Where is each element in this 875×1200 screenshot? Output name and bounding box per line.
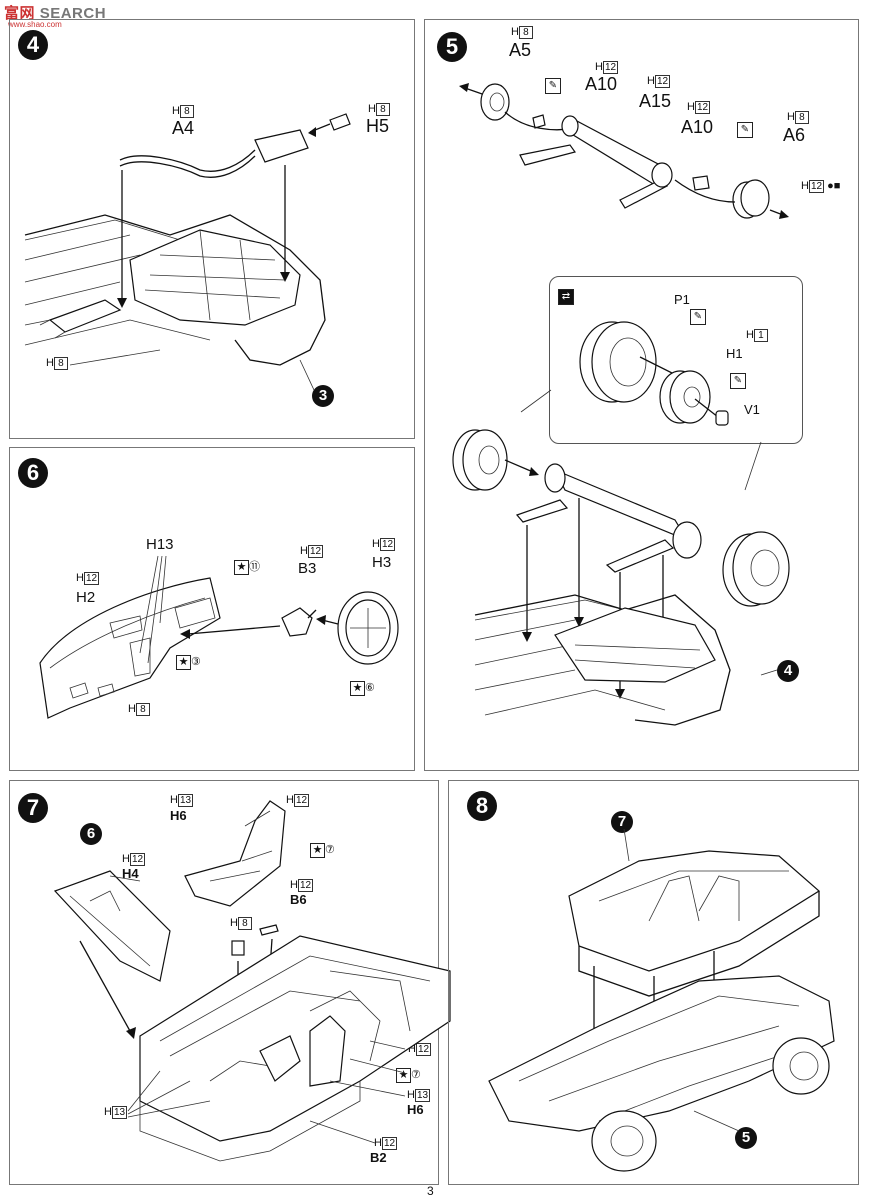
star-icon: ★: [396, 1068, 411, 1083]
part-v1-label: V1: [744, 402, 760, 417]
ref-step-6: 6: [80, 823, 102, 845]
step-8-panel: 8 7 5: [448, 780, 859, 1185]
star-icon: ★: [176, 655, 191, 670]
part-b3-label: B3: [298, 560, 317, 577]
paint-11: ★⑪: [234, 560, 260, 575]
part-h3-label: H3: [372, 554, 392, 571]
part-h6a-label: H6: [170, 808, 187, 823]
ref-step-5: 5: [735, 1127, 757, 1149]
part-h2-label: H2: [76, 589, 96, 606]
part-h4-label: H4: [122, 866, 139, 881]
paint-icon: ●■: [827, 180, 841, 192]
paint-3: ★③: [176, 655, 201, 670]
star-icon: ★: [310, 843, 325, 858]
part-p1-label: P1: [674, 292, 690, 307]
part-a6-label: A6: [783, 125, 806, 145]
watermark: 富网 SEARCH: [4, 2, 106, 23]
part-a5-label: A5: [509, 40, 532, 60]
dashboard-drawing: [39, 555, 399, 719]
star-icon: ★: [350, 681, 365, 696]
cement-icon-p1: ✎: [690, 309, 706, 325]
part-a10a-label: A10: [585, 74, 618, 94]
part-b2-label: B2: [370, 1150, 387, 1165]
cement-icon-a10a: ✎: [545, 78, 561, 94]
ref-step-3: 3: [312, 385, 334, 407]
step-5-number: 5: [437, 32, 467, 62]
part-a15-label: A15: [639, 91, 672, 111]
ref-step-4: 4: [777, 660, 799, 682]
watermark-url: www.shao.com: [8, 20, 62, 29]
paint-7a: ★⑦: [310, 843, 335, 858]
exhaust-drawing: [24, 113, 351, 391]
part-h5-label: H5: [366, 116, 390, 136]
rear-axle-drawing: [452, 83, 790, 726]
interior-drawing: [53, 800, 451, 1162]
part-b6-label: B6: [290, 892, 307, 907]
star-icon: ★: [234, 560, 249, 575]
wheel-inset-drawing: [579, 321, 729, 426]
part-a10b-label: A10: [681, 117, 714, 137]
final-assembly-drawing: [488, 828, 835, 1172]
step-4-number: 4: [18, 30, 48, 60]
ref-step-7: 7: [611, 811, 633, 833]
watermark-logo: 富: [4, 5, 20, 22]
part-h13-label: H13: [146, 536, 174, 553]
part-h6b-label: H6: [407, 1102, 424, 1117]
cement-icon-h1: ✎: [730, 373, 746, 389]
step-7-number: 7: [18, 793, 48, 823]
paint-7b: ★⑦: [396, 1068, 421, 1083]
watermark-site: 网: [19, 5, 36, 22]
step-8-number: 8: [467, 791, 497, 821]
step-6-number: 6: [18, 458, 48, 488]
part-a4-label: A4: [172, 118, 195, 138]
part-h1-label: H1: [726, 346, 743, 361]
paint-6: ★⑥: [350, 681, 375, 696]
sub-assembly-icon: ⇄: [558, 289, 574, 305]
page-number: 3: [427, 1184, 434, 1198]
watermark-text: SEARCH: [39, 5, 107, 22]
cement-icon-a10b: ✎: [737, 122, 753, 138]
